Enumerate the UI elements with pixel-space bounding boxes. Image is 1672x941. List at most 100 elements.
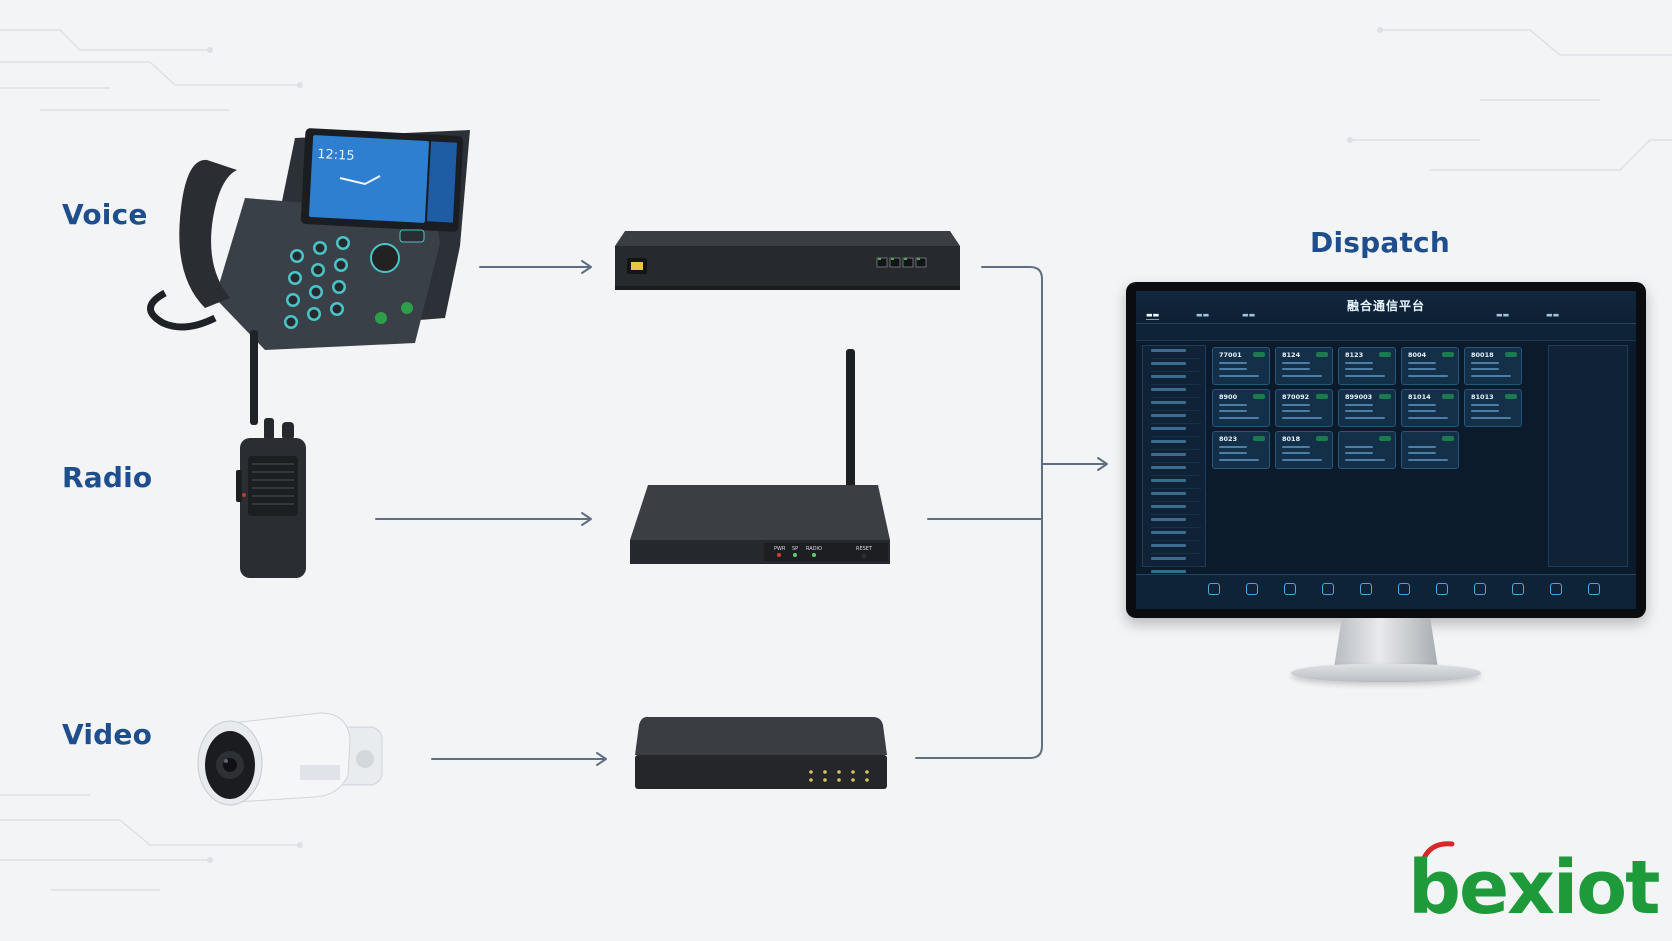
svg-text:SP: SP [792, 546, 798, 552]
card-text-line [1345, 452, 1373, 454]
status-badge [1442, 436, 1454, 441]
card-text-line [1345, 368, 1373, 370]
extension-card[interactable]: 870092 [1275, 389, 1333, 427]
extension-card[interactable]: 8900 [1212, 389, 1270, 427]
card-text-line [1282, 375, 1322, 377]
card-text-line [1408, 362, 1436, 364]
card-text-line [1219, 452, 1247, 454]
extension-card[interactable]: 8018 [1275, 431, 1333, 469]
svg-text:12:15: 12:15 [317, 147, 355, 164]
card-text-line [1345, 446, 1373, 448]
card-text-line [1471, 362, 1499, 364]
card-text-line [1282, 362, 1310, 364]
card-text-line [1219, 459, 1259, 461]
toolbar-button[interactable] [1360, 583, 1372, 595]
card-text-line [1219, 368, 1247, 370]
toolbar-button[interactable] [1246, 583, 1258, 595]
card-text-line [1408, 459, 1448, 461]
screen-header: 融合通信平台 ▬▬ ▬▬ ▬▬ ▬▬ ▬▬ [1136, 291, 1636, 324]
status-badge [1505, 394, 1517, 399]
dispatch-label: Dispatch [1310, 226, 1450, 259]
svg-text:RESET: RESET [856, 546, 873, 552]
status-badge [1379, 394, 1391, 399]
status-badge [1316, 436, 1328, 441]
card-text-line [1408, 417, 1448, 419]
toolbar-button[interactable] [1208, 583, 1220, 595]
extension-number: 8023 [1219, 435, 1238, 443]
toolbar-button[interactable] [1322, 583, 1334, 595]
toolbar-button[interactable] [1550, 583, 1562, 595]
dispatch-monitor: 融合通信平台 ▬▬ ▬▬ ▬▬ ▬▬ ▬▬ 77001 8124 8123 8004 8… [1126, 282, 1646, 690]
extension-card[interactable]: 80018 [1464, 347, 1522, 385]
card-text-line [1345, 417, 1385, 419]
status-badge [1316, 394, 1328, 399]
extension-card[interactable]: 77001 [1212, 347, 1270, 385]
card-text-line [1471, 410, 1499, 412]
status-badge [1442, 352, 1454, 357]
card-text-line [1471, 368, 1499, 370]
extension-number: 81014 [1408, 393, 1431, 401]
status-badge [1379, 436, 1391, 441]
card-text-line [1408, 410, 1436, 412]
toolbar-button[interactable] [1398, 583, 1410, 595]
extension-card[interactable]: 899003 [1338, 389, 1396, 427]
extension-card[interactable] [1338, 431, 1396, 469]
extension-card[interactable]: 8124 [1275, 347, 1333, 385]
logo-wordmark: bexiot [1408, 845, 1660, 931]
screen-nav-item: ▬▬ [1242, 311, 1256, 319]
card-text-line [1345, 362, 1373, 364]
extension-card[interactable]: 81013 [1464, 389, 1522, 427]
extension-number: 8900 [1219, 393, 1238, 401]
extension-card[interactable]: 81014 [1401, 389, 1459, 427]
screen-nav-item: ▬▬ [1546, 311, 1560, 319]
radio-handset-image [236, 330, 306, 578]
monitor-bezel: 融合通信平台 ▬▬ ▬▬ ▬▬ ▬▬ ▬▬ 77001 8124 8123 8004 8… [1126, 282, 1646, 618]
status-badge [1442, 394, 1454, 399]
video-label: Video [62, 718, 153, 751]
extension-number: 81013 [1471, 393, 1494, 401]
svg-text:RADIO: RADIO [806, 546, 822, 552]
toolbar-button[interactable] [1436, 583, 1448, 595]
card-text-line [1219, 404, 1247, 406]
extension-number: 8124 [1282, 351, 1301, 359]
video-gateway-image [635, 717, 887, 789]
toolbar-button[interactable] [1512, 583, 1524, 595]
bexiot-logo: bexiot [1408, 841, 1660, 928]
toolbar-button[interactable] [1474, 583, 1486, 595]
svg-text:PWR: PWR [774, 546, 786, 552]
card-text-line [1408, 404, 1436, 406]
extension-number: 8004 [1408, 351, 1427, 359]
card-text-line [1219, 417, 1259, 419]
extension-number: 8123 [1345, 351, 1364, 359]
extension-number: 77001 [1219, 351, 1242, 359]
status-badge [1505, 352, 1517, 357]
card-text-line [1408, 375, 1448, 377]
extension-card[interactable]: 8023 [1212, 431, 1270, 469]
toolbar-button[interactable] [1284, 583, 1296, 595]
extension-card[interactable]: 8123 [1338, 347, 1396, 385]
status-badge [1379, 352, 1391, 357]
status-badge [1253, 352, 1265, 357]
ip-phone-image: 12:15 [147, 128, 470, 350]
extension-number: 8018 [1282, 435, 1301, 443]
card-text-line [1408, 446, 1436, 448]
card-text-line [1345, 459, 1385, 461]
status-badge [1253, 394, 1265, 399]
card-text-line [1282, 446, 1310, 448]
extension-card[interactable] [1401, 431, 1459, 469]
card-text-line [1282, 452, 1310, 454]
screen-nav-item: ▬▬ [1496, 311, 1510, 319]
monitor-stand [1334, 618, 1438, 668]
card-text-line [1345, 375, 1385, 377]
card-text-line [1282, 459, 1322, 461]
card-text-line [1219, 375, 1259, 377]
toolbar-button[interactable] [1588, 583, 1600, 595]
screen-right-panel [1548, 345, 1628, 567]
screen-title: 融合通信平台 [1346, 299, 1425, 313]
status-badge [1253, 436, 1265, 441]
screen-toolbar [1136, 574, 1636, 609]
card-text-line [1282, 404, 1310, 406]
extension-card[interactable]: 8004 [1401, 347, 1459, 385]
voice-label: Voice [62, 198, 148, 231]
